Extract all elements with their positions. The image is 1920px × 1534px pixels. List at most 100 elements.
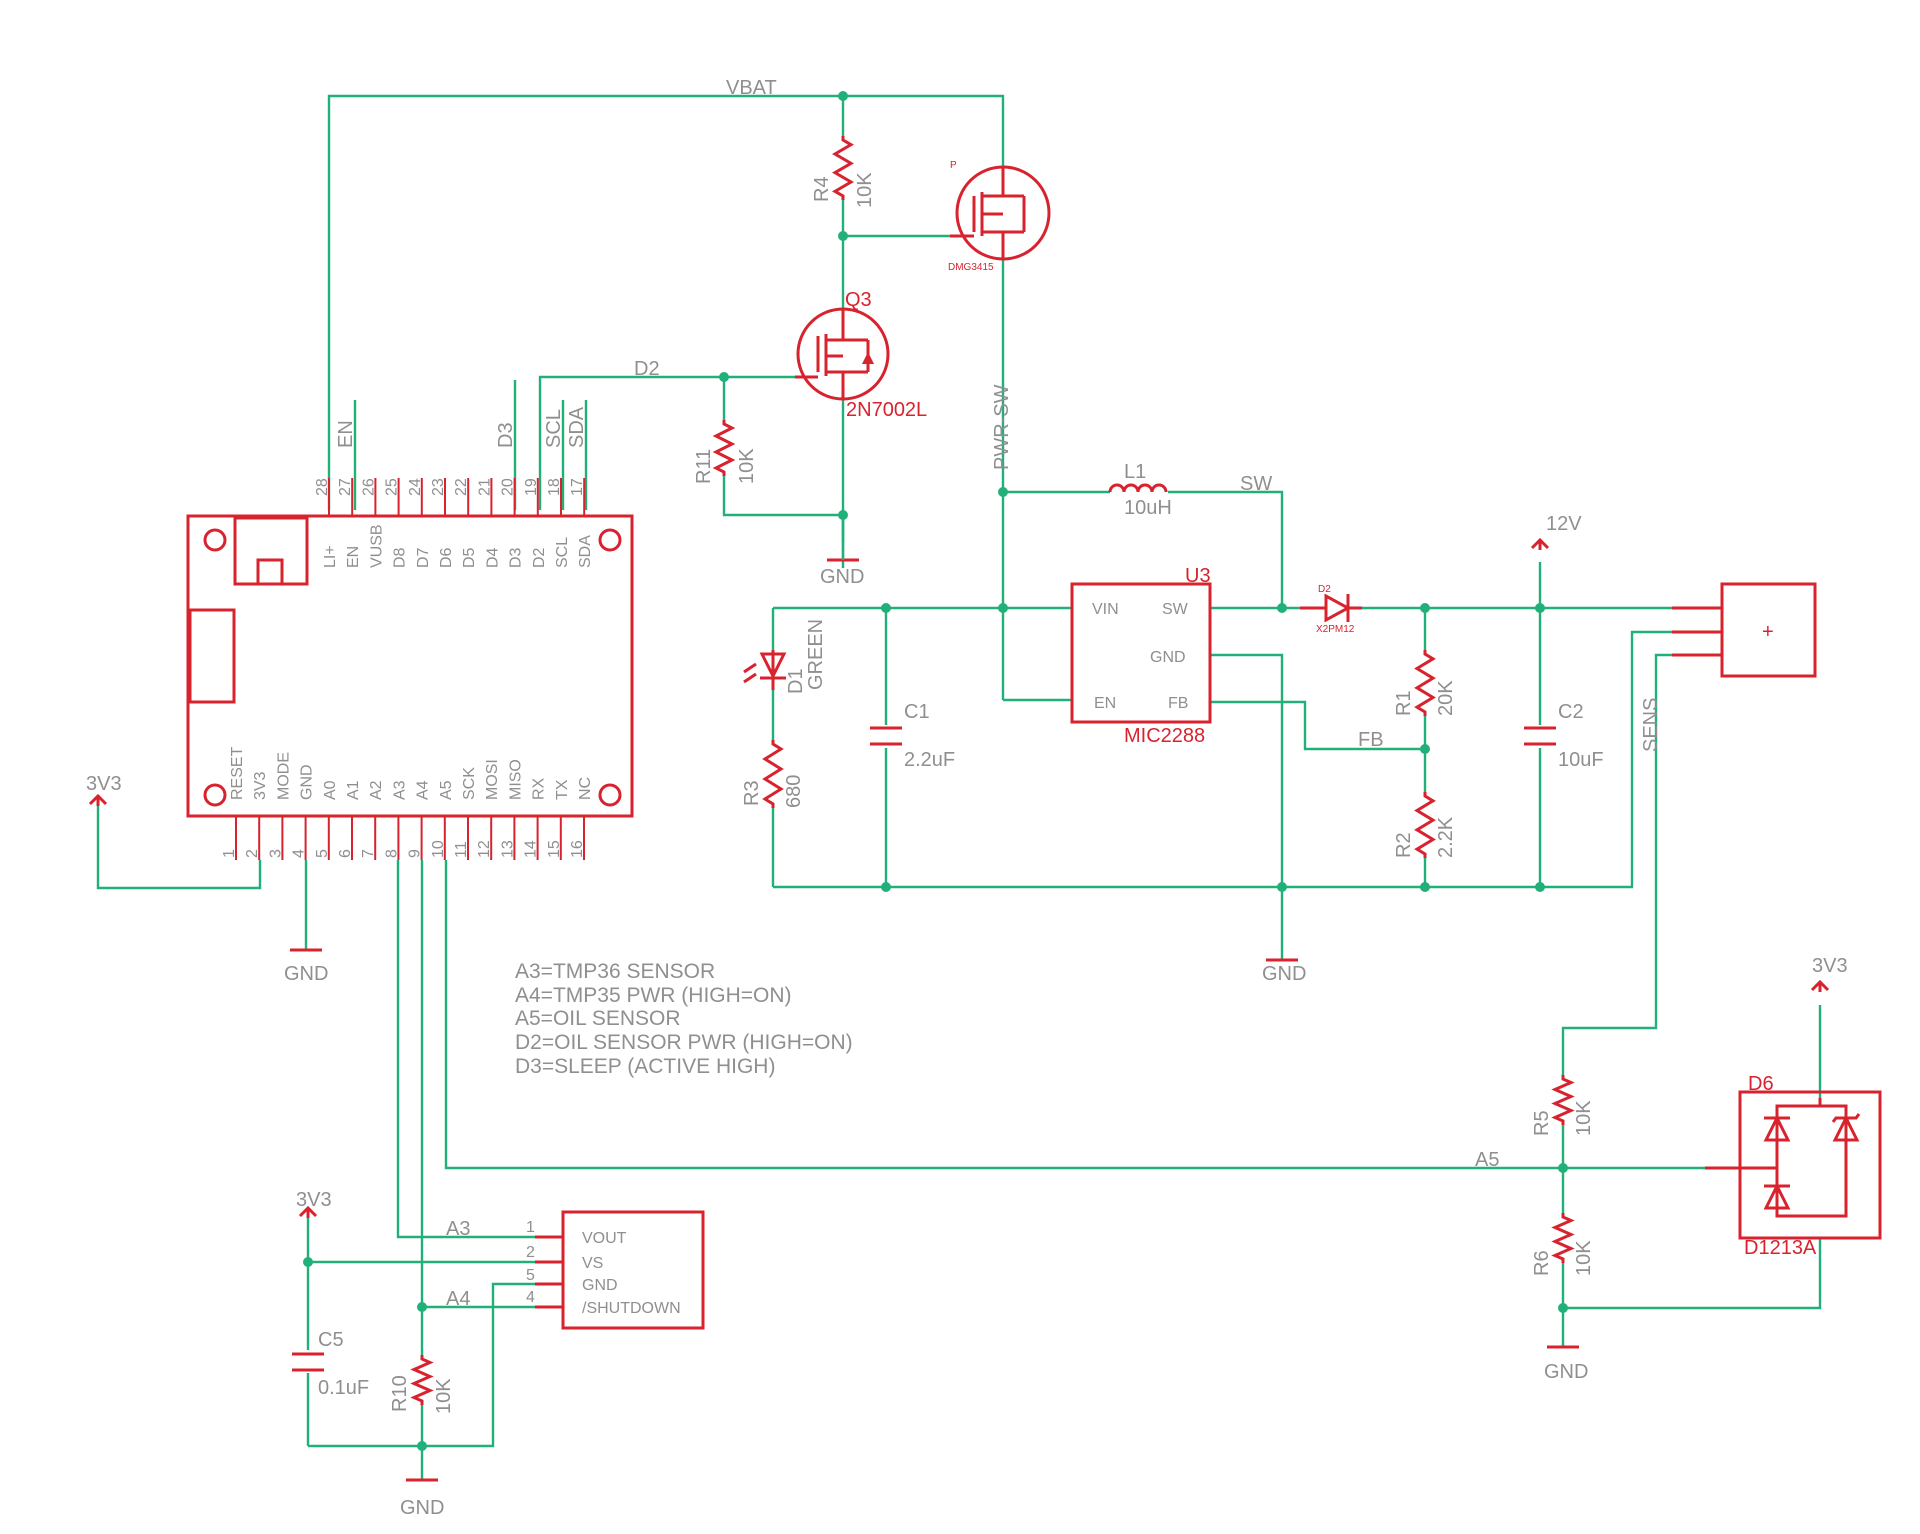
net-label-en: EN <box>335 420 357 448</box>
u3-pin-fb: FB <box>1168 695 1188 712</box>
mcu-pin-label: D4 <box>484 547 501 568</box>
led-d1 <box>743 650 787 690</box>
label-gnd-tmp: GND <box>400 1497 444 1519</box>
mcu-pin-label: SCL <box>554 537 571 568</box>
d6-esd-protection <box>1705 1090 1882 1240</box>
label-3v3-mcu: 3V3 <box>86 773 122 795</box>
note-line: A3=TMP36 SENSOR <box>515 960 715 983</box>
r11-name: R11 <box>693 449 715 484</box>
mcu-pin-label: RESET <box>229 746 246 800</box>
mcu-pin-label: D2 <box>531 547 548 568</box>
mcu-pin-number: 27 <box>337 478 354 496</box>
tmp-pin-num: 2 <box>526 1244 535 1261</box>
c5-value: 0.1uF <box>318 1377 369 1399</box>
u3-pin-vin: VIN <box>1092 601 1119 618</box>
net-labels: VBAT D2 PWR-SW SW FB SENS A3 A4 A5 EN D3… <box>335 77 1662 1310</box>
q3-nmos-transistor <box>795 307 890 401</box>
mcu-pin-label: D8 <box>392 547 409 568</box>
notes-block: A3=TMP36 SENSOR A4=TMP35 PWR (HIGH=ON) A… <box>515 960 853 1078</box>
r5-name: R5 <box>1531 1110 1553 1136</box>
inductor-l1 <box>1108 483 1168 493</box>
mcu-pin-label: A3 <box>391 780 408 800</box>
mcu-pin-number: 21 <box>476 478 493 496</box>
c1-value: 2.2uF <box>904 749 955 771</box>
output-connector <box>1672 582 1817 678</box>
net-label-a4: A4 <box>446 1288 470 1310</box>
tmp-pin-label: GND <box>582 1277 618 1294</box>
u3-name: U3 <box>1185 565 1211 587</box>
mcu-pin-label: RX <box>531 777 548 800</box>
tmp-pin-num: 1 <box>526 1219 535 1236</box>
d1-name: D1 <box>785 668 807 694</box>
mcu-pin-label: A2 <box>368 780 385 800</box>
r11-value: 10K <box>736 448 758 484</box>
mcu-pin-number: 9 <box>407 849 424 858</box>
net-label-sda: SDA <box>566 406 588 448</box>
mcu-pin-number: 6 <box>337 849 354 858</box>
net-label-sw: SW <box>1240 473 1272 495</box>
mcu-pin-number: 23 <box>430 478 447 496</box>
d1-value: GREEN <box>805 619 827 690</box>
resistor-r1 <box>1414 650 1436 716</box>
net-label-scl: SCL <box>543 409 565 448</box>
resistor-r4 <box>832 136 854 200</box>
mcu-pin-label: SDA <box>577 535 594 568</box>
label-3v3-tmp: 3V3 <box>296 1189 332 1211</box>
mcu-pin-label: EN <box>345 546 362 568</box>
r1-value: 20K <box>1435 680 1457 716</box>
label-gnd-u3: GND <box>1262 963 1306 985</box>
resistors <box>410 136 1575 1405</box>
mcu-pin-label: LI+ <box>322 545 339 568</box>
mcu-pin-number: 10 <box>430 840 447 858</box>
resistor-r6 <box>1551 1213 1575 1263</box>
u3-pin-gnd: GND <box>1150 649 1186 666</box>
d6-name: D6 <box>1748 1073 1774 1095</box>
mcu-bottom-pin-labels: 1RESET23V33MODE4GND5A06A17A28A39A410A511… <box>221 746 594 858</box>
r2-value: 2.2K <box>1435 816 1457 858</box>
mcu-pin-number: 19 <box>523 478 540 496</box>
mcu-pin-label: A5 <box>438 780 455 800</box>
mcu-pin-label: VUSB <box>368 524 385 568</box>
p-channel-mosfet <box>950 165 1051 261</box>
mcu-pin-label: MOSI <box>484 759 501 800</box>
mcu-pin-label: A4 <box>415 780 432 800</box>
net-label-a3: A3 <box>446 1218 470 1240</box>
mcu-pin-number: 2 <box>244 849 261 858</box>
mcu-pin-number: 26 <box>360 478 377 496</box>
tmp-pin-labels: 1 2 5 4 VOUT VS GND /SHUTDOWN <box>526 1219 681 1317</box>
tmp-temperature-sensor <box>535 1210 705 1330</box>
mcu-pin-number: 12 <box>476 840 493 858</box>
mcu-pin-label: MISO <box>507 759 524 800</box>
mcu-pin-number: 15 <box>546 840 563 858</box>
mcu-pin-number: 8 <box>383 849 400 858</box>
u3-pin-en: EN <box>1094 695 1116 712</box>
net-label-pwr-sw: PWR-SW <box>991 384 1013 470</box>
r2-name: R2 <box>1393 832 1415 858</box>
resistor-r11 <box>712 420 736 476</box>
r6-value: 10K <box>1573 1240 1595 1276</box>
c2-value: 10uF <box>1558 749 1604 771</box>
net-label-fb: FB <box>1358 729 1384 751</box>
mcu-pin-number: 11 <box>453 841 470 858</box>
label-12v: 12V <box>1546 513 1582 535</box>
d2-value: X2PM12 <box>1316 624 1355 635</box>
mcu-pin-number: 17 <box>569 478 586 496</box>
mcu-module <box>186 478 634 860</box>
tmp-pin-num: 4 <box>526 1289 535 1306</box>
c2-name: C2 <box>1558 701 1584 723</box>
r10-value: 10K <box>433 1378 455 1414</box>
mcu-pin-number: 3 <box>267 849 284 858</box>
resistor-r10 <box>410 1355 434 1405</box>
mcu-pin-number: 22 <box>453 478 470 496</box>
junctions <box>303 91 1568 1451</box>
mcu-top-pin-labels: 28LI+27EN26VUSB25D824D723D622D521D420D31… <box>314 478 594 568</box>
mcu-pin-label: D7 <box>415 547 432 568</box>
u3-value: MIC2288 <box>1124 725 1205 747</box>
mcu-pin-label: TX <box>554 779 571 800</box>
mcu-pin-number: 25 <box>384 478 401 496</box>
net-label-d3: D3 <box>495 422 517 448</box>
resistor-r5 <box>1551 1075 1575 1125</box>
mcu-pin-number: 14 <box>523 840 540 858</box>
connector-pin-mark: + <box>1762 621 1774 643</box>
